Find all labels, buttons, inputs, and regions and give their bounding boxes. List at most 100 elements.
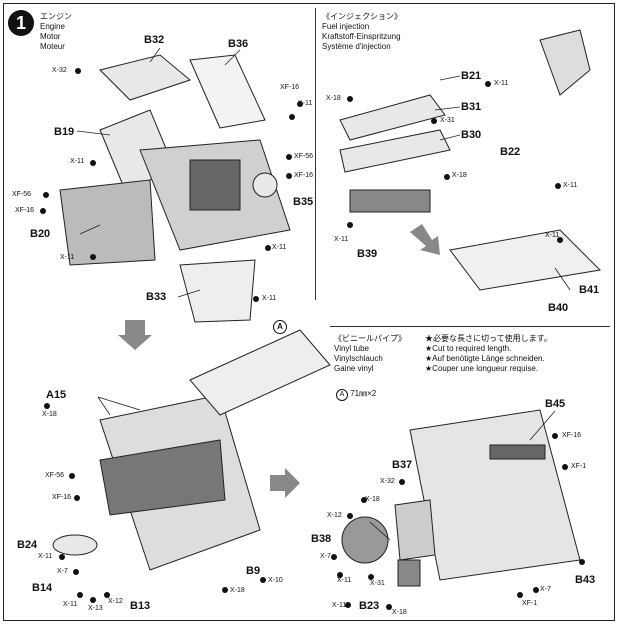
injector-body-b39	[349, 189, 431, 213]
vinyl-title-en: Vinyl tube	[334, 344, 369, 353]
paint-code: XF-16	[280, 84, 300, 91]
injection-title-jp: 《インジェクション》	[322, 12, 402, 21]
oil-pan-b33	[179, 259, 256, 323]
leader-b45	[529, 410, 556, 441]
label-b36: B36	[228, 38, 249, 50]
label-a15: A15	[46, 389, 67, 401]
side-cover-b20	[59, 179, 156, 266]
paint-code: XF-56	[45, 472, 65, 479]
label-b37: B37	[392, 459, 413, 471]
label-b20: B20	[30, 228, 51, 240]
leader-b33	[177, 289, 201, 298]
label-b35: B35	[293, 196, 314, 208]
label-b22: B22	[500, 146, 521, 158]
label-b14: B14	[32, 582, 53, 594]
paint-code: X-7	[540, 586, 551, 593]
paint-code: X-11	[337, 577, 352, 584]
vinyl-note-fr: ★Couper une longueur requise.	[425, 364, 539, 373]
paint-code: X-18	[326, 95, 341, 102]
paint-code: X-11	[262, 295, 277, 302]
engine-dark-middle	[99, 439, 226, 516]
label-b39: B39	[357, 248, 378, 260]
leader-b30	[439, 134, 461, 141]
leader-a15-b	[97, 396, 141, 411]
engine-title-jp: エンジン	[40, 12, 72, 21]
label-b32: B32	[144, 34, 165, 46]
vinyl-note-jp: ★必要な長さに切って使用します。	[425, 334, 552, 343]
vinyl-tag-circle: A	[336, 389, 348, 401]
label-b43: B43	[575, 574, 596, 586]
pulley-b35	[252, 172, 278, 198]
paint-code: X-18	[42, 411, 57, 418]
paint-code: X-32	[380, 478, 395, 485]
paint-code: XF-1	[522, 600, 538, 607]
cap-b24	[52, 534, 98, 556]
label-b19: B19	[54, 126, 75, 138]
section-divider-vertical	[315, 8, 316, 300]
paint-code: X-11	[272, 244, 287, 251]
label-b38: B38	[311, 533, 332, 545]
paint-code: X-11	[545, 232, 560, 239]
leader-b38	[369, 521, 391, 541]
injection-rail-b31	[339, 94, 446, 141]
paint-code: X-11	[60, 254, 75, 261]
paint-code: X-11	[563, 182, 578, 189]
arrow-down	[118, 320, 152, 350]
paint-code: X-32	[52, 67, 67, 74]
leader-b21	[439, 75, 461, 81]
label-b41: B41	[579, 284, 600, 296]
paint-code: X-12	[108, 598, 123, 605]
injection-title-block: 《インジェクション》 Fuel injection Kraftstoff-Ein…	[322, 12, 402, 52]
label-b40: B40	[548, 302, 569, 314]
label-b24: B24	[17, 539, 38, 551]
paint-code: X-31	[370, 580, 385, 587]
paint-code: X-11	[334, 236, 349, 243]
leader-a15	[97, 396, 111, 416]
paint-code: X-7	[320, 553, 331, 560]
step-number-badge: 1	[8, 10, 34, 36]
engine-title-de: Motor	[40, 32, 61, 41]
paint-code: XF-16	[15, 207, 35, 214]
paint-code: XF-16	[562, 432, 582, 439]
paint-code: X-10	[268, 577, 283, 584]
engine-dark-block	[189, 159, 241, 211]
paint-code: X-18	[452, 172, 467, 179]
instruction-page-frame	[3, 3, 615, 621]
label-b9: B9	[246, 565, 261, 577]
vinyl-title-de: Vinylschlauch	[334, 354, 383, 363]
paint-code: X-7	[57, 568, 68, 575]
injection-title-en: Fuel injection	[322, 22, 370, 31]
label-b13: B13	[130, 600, 151, 612]
paint-code: X-31	[440, 117, 455, 124]
cam-cover-b32	[99, 54, 192, 101]
vinyl-spec-text: 71㎜×2	[350, 389, 377, 398]
disc-b38	[341, 516, 389, 564]
leader-b41	[554, 267, 571, 291]
vinyl-title-fr: Gaine vinyl	[334, 364, 374, 373]
paint-code: X-11	[63, 601, 78, 608]
leader-b32	[149, 47, 161, 63]
label-b23: B23	[359, 600, 380, 612]
arrow-right	[270, 468, 300, 498]
paint-code: XF-56	[294, 153, 314, 160]
paint-code: X-18	[365, 496, 380, 503]
tube-b45	[489, 444, 546, 460]
vinyl-title-block: 《ビニールパイプ》 Vinyl tube Vinylschlauch Gaine…	[334, 334, 406, 374]
vinyl-note-de: ★Auf benötigte Länge schneiden.	[425, 354, 545, 363]
injection-plate-b30	[339, 129, 451, 173]
vinyl-note-en: ★Cut to required length.	[425, 344, 512, 353]
injection-detail-top	[539, 29, 591, 96]
label-b31: B31	[461, 101, 482, 113]
paint-code: XF-56	[12, 191, 32, 198]
injection-block	[449, 229, 602, 291]
vinyl-notes: ★必要な長さに切って使用します。 ★Cut to required length…	[425, 334, 552, 374]
engine-title-fr: Moteur	[40, 42, 65, 51]
paint-code: X-11	[494, 80, 509, 87]
cover-b37	[394, 499, 436, 561]
leader-b19	[76, 130, 111, 136]
label-b30: B30	[461, 129, 482, 141]
vinyl-title-jp: 《ビニールパイプ》	[334, 334, 406, 343]
paint-code: X-11	[70, 158, 85, 165]
vinyl-spec: A 71㎜×2	[336, 389, 376, 401]
